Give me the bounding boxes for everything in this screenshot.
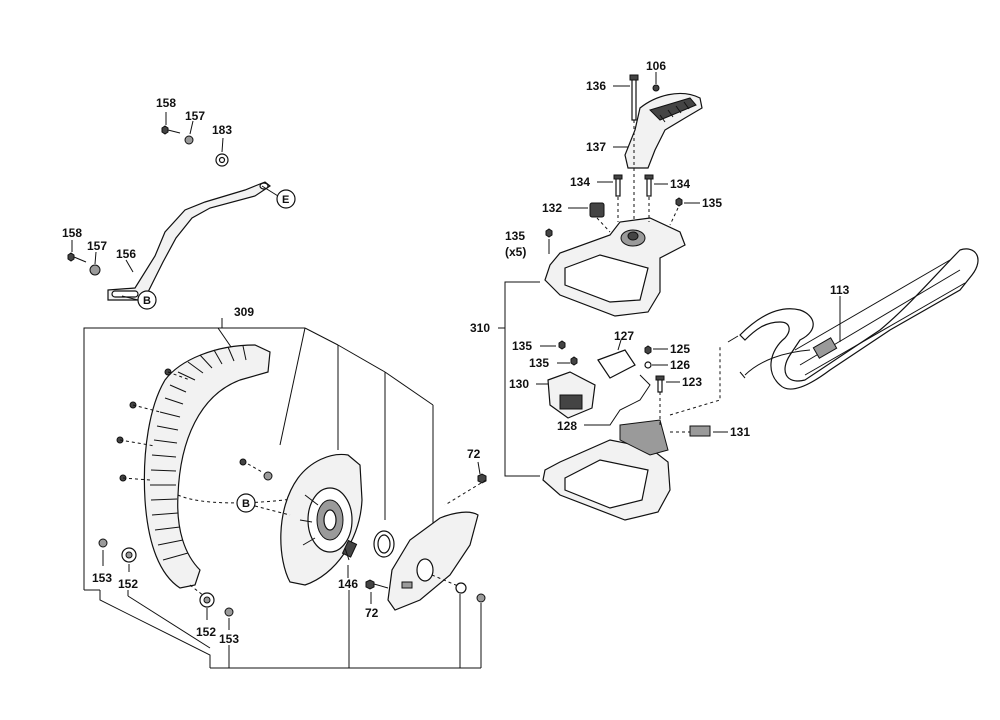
guard-screws — [116, 368, 191, 482]
part-137-handle-grip — [624, 92, 703, 169]
label-134-right: 134 — [670, 177, 690, 191]
power-cord-assembly: 113 — [727, 248, 979, 390]
callout-b-circle-bottom — [236, 493, 256, 513]
handle-assembly: 136 106 137 134 134 132 135 135 (x5) 310… — [470, 59, 750, 521]
label-135-mid-b: 135 — [529, 356, 549, 370]
bracket-assembly: 158 157 183 158 157 156 E B — [62, 96, 296, 310]
part-113-cord — [739, 248, 979, 390]
label-132: 132 — [542, 201, 562, 215]
label-309: 309 — [234, 305, 254, 319]
label-157-bottom: 157 — [87, 239, 107, 253]
label-158-top: 158 — [156, 96, 176, 110]
part-fixed-guard — [143, 344, 271, 589]
label-134-left: 134 — [570, 175, 590, 189]
label-136: 136 — [586, 79, 606, 93]
label-153-left: 153 — [92, 571, 112, 585]
label-157-top: 157 — [185, 109, 205, 123]
label-146: 146 — [338, 577, 358, 591]
part-127-circuit-board — [597, 349, 636, 379]
part-72-bolt-lower — [365, 579, 375, 590]
part-158-screw-bottom — [67, 252, 75, 262]
label-310: 310 — [470, 321, 490, 335]
label-158-bottom: 158 — [62, 226, 82, 240]
part-134-screw-right — [646, 177, 652, 197]
callout-b-circle-top — [137, 290, 157, 310]
part-158-screw-top — [161, 125, 169, 135]
part-blade — [387, 511, 479, 611]
part-135-screw-mid-a — [558, 340, 566, 350]
blade-guard-assembly: 309 153 152 152 153 146 72 72 B — [83, 305, 487, 669]
part-135-screw-x5 — [545, 228, 553, 238]
label-128: 128 — [557, 419, 577, 433]
part-nut-right — [476, 593, 486, 603]
part-134-screw-left — [615, 177, 621, 197]
label-126: 126 — [670, 358, 690, 372]
part-135-screw-top — [675, 197, 683, 207]
label-183: 183 — [212, 123, 232, 137]
part-156-bracket — [107, 181, 272, 301]
label-72-lower: 72 — [365, 606, 379, 620]
callout-e: E — [282, 194, 289, 206]
part-153-nut-left — [98, 538, 108, 548]
label-123: 123 — [682, 375, 702, 389]
part-128-wire — [585, 374, 651, 426]
part-157-nut-top — [184, 135, 194, 145]
part-126-washer — [644, 361, 652, 369]
part-106-nut — [652, 84, 660, 92]
label-156: 156 — [116, 247, 136, 261]
guard-ribs — [150, 345, 247, 561]
label-135-mid-a: 135 — [512, 339, 532, 353]
label-125: 125 — [670, 342, 690, 356]
part-132-switch-button — [589, 202, 605, 218]
part-157-nut-bottom — [89, 264, 101, 276]
part-146-pin — [341, 539, 358, 558]
label-135-x5: 135 — [505, 229, 525, 243]
callout-e-circle — [276, 189, 296, 209]
label-127: 127 — [614, 329, 634, 343]
label-131: 131 — [730, 425, 750, 439]
callout-b-bottom: B — [242, 498, 250, 510]
label-152-bottom: 152 — [196, 625, 216, 639]
part-72-bolt-upper — [477, 473, 487, 484]
label-106: 106 — [646, 59, 666, 73]
part-moving-guard — [280, 453, 363, 586]
part-135-screw-mid-b — [570, 356, 578, 366]
label-137: 137 — [586, 140, 606, 154]
callout-b-top: B — [143, 295, 151, 307]
label-72-upper: 72 — [467, 447, 481, 461]
label-113: 113 — [830, 283, 850, 297]
label-152-left: 152 — [118, 577, 138, 591]
part-136-screw — [631, 77, 637, 121]
label-130: 130 — [509, 377, 529, 391]
part-125-screw — [644, 345, 652, 355]
label-x5: (x5) — [505, 245, 526, 259]
label-153-bottom: 153 — [219, 632, 239, 646]
label-135-top: 135 — [702, 196, 722, 210]
part-washer-right — [455, 582, 467, 594]
part-153-nut-bottom — [224, 607, 234, 617]
part-131-connector — [689, 425, 711, 437]
